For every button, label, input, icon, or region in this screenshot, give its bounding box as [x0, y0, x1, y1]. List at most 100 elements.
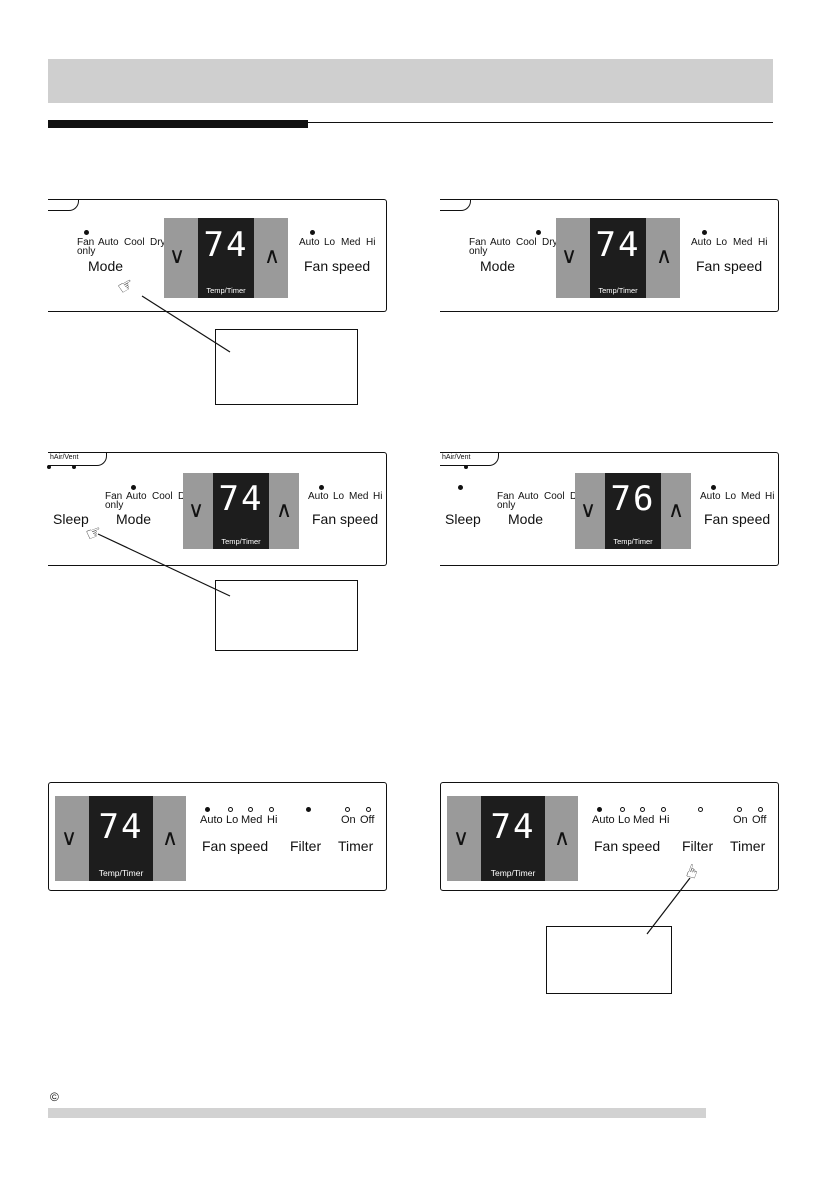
control-panel-sleep-result: hAir/Vent Sleep Fan only Auto Cool Dry M… [440, 452, 779, 566]
mode-cool-label: Cool [516, 237, 537, 248]
temp-timer-label: Temp/Timer [221, 537, 261, 546]
fan-med-label: Med [341, 237, 361, 248]
temp-up-button[interactable]: ∧ [668, 499, 684, 521]
callout-box [215, 329, 358, 405]
header-rule-thin [308, 122, 773, 123]
fan-speed-indicator-dot [702, 230, 707, 235]
temp-timer-label: Temp/Timer [613, 537, 653, 546]
temp-down-button[interactable]: ∨ [561, 245, 577, 267]
fan-auto-label: Auto [308, 491, 329, 502]
temp-value: 74 [218, 479, 264, 519]
temp-display: 74 Temp/Timer [481, 796, 545, 881]
timer-off-dot [366, 807, 371, 812]
temp-timer-control: ∨ 74 Temp/Timer ∧ [447, 796, 578, 881]
mode-auto-label: Auto [518, 491, 539, 502]
temp-up-button[interactable]: ∧ [656, 245, 672, 267]
fan-speed-button[interactable]: Fan speed [312, 511, 379, 527]
temp-down-button[interactable]: ∨ [453, 827, 469, 849]
fan-speed-button[interactable]: Fan speed [704, 511, 771, 527]
temp-down-button[interactable]: ∨ [580, 499, 596, 521]
chevron-up-icon: ∧ [276, 497, 293, 522]
callout-box [215, 580, 358, 651]
temp-display: 76 Temp/Timer [605, 473, 661, 549]
mode-auto-label: Auto [98, 237, 119, 248]
filter-indicator-dot [698, 807, 703, 812]
filter-button[interactable]: Filter [682, 838, 714, 854]
chevron-down-icon: ∨ [169, 243, 186, 268]
header-rule-thick [48, 120, 308, 128]
copyright-symbol: © [50, 1090, 59, 1104]
fan-hi-label: Hi [373, 491, 383, 502]
mode-button[interactable]: Mode [116, 511, 152, 527]
fan-speed-indicator-dot [711, 485, 716, 490]
temp-value: 76 [610, 479, 656, 519]
fan-hi-dot [661, 807, 666, 812]
temp-timer-label: Temp/Timer [206, 286, 246, 295]
fan-hi-label: Hi [758, 237, 768, 248]
fan-hi-label: Hi [659, 814, 670, 826]
temp-timer-label: Temp/Timer [490, 868, 536, 878]
fan-speed-button[interactable]: Fan speed [696, 258, 763, 274]
sleep-button[interactable]: Sleep [445, 511, 481, 527]
temp-down-button[interactable]: ∨ [169, 245, 185, 267]
fan-med-dot [248, 807, 253, 812]
mode-auto-label: Auto [126, 491, 147, 502]
timer-on-dot [345, 807, 350, 812]
timer-off-dot [758, 807, 763, 812]
mode-fan-label: Fan [77, 237, 95, 248]
fan-lo-label: Lo [333, 491, 345, 502]
sleep-button[interactable]: Sleep [53, 511, 89, 527]
fan-speed-button[interactable]: Fan speed [202, 838, 269, 854]
mode-button[interactable]: Mode [508, 511, 544, 527]
temp-timer-control: ∨ 74 Temp/Timer ∧ [183, 473, 299, 549]
timer-on-label: On [341, 814, 356, 826]
timer-button[interactable]: Timer [730, 838, 766, 854]
temp-value: 74 [203, 225, 249, 265]
mode-fan-label: Fan [105, 491, 123, 502]
filter-indicator-dot [306, 807, 311, 812]
mode-cool-label: Cool [544, 491, 565, 502]
temp-timer-control: ∨ 76 Temp/Timer ∧ [575, 473, 691, 549]
pointing-hand-icon: ☞ [680, 860, 705, 883]
temp-up-button[interactable]: ∧ [554, 827, 570, 849]
fan-med-label: Med [633, 814, 655, 826]
vent-indicator-dot [464, 465, 468, 469]
chevron-down-icon: ∨ [580, 497, 597, 522]
temp-down-button[interactable]: ∨ [188, 499, 204, 521]
pointing-hand-icon: ☞ [82, 520, 105, 546]
control-panel-sleep-press: hAir/Vent Sleep Fan only Auto Cool Dry M… [47, 452, 387, 566]
fan-med-label: Med [741, 491, 761, 502]
temp-down-button[interactable]: ∨ [61, 827, 77, 849]
fan-auto-label: Auto [592, 814, 615, 826]
footer-bar [48, 1108, 706, 1118]
temp-up-button[interactable]: ∧ [162, 827, 178, 849]
fan-speed-button[interactable]: Fan speed [594, 838, 661, 854]
fan-speed-button[interactable]: Fan speed [304, 258, 371, 274]
mode-button[interactable]: Mode [480, 258, 516, 274]
fan-hi-label: Hi [366, 237, 376, 248]
timer-on-label: On [733, 814, 748, 826]
mode-button[interactable]: Mode [88, 258, 124, 274]
mode-fan-label: Fan [497, 491, 515, 502]
temp-up-button[interactable]: ∧ [276, 499, 292, 521]
timer-on-dot [737, 807, 742, 812]
fan-lo-label: Lo [716, 237, 728, 248]
temp-timer-control: ∨ 74 Temp/Timer ∧ [164, 218, 288, 298]
callout-box [546, 926, 672, 994]
filter-button[interactable]: Filter [290, 838, 322, 854]
timer-button[interactable]: Timer [338, 838, 374, 854]
mode-fan-only-label: only [105, 500, 124, 511]
temp-up-button[interactable]: ∧ [264, 245, 280, 267]
mode-indicator-dot [536, 230, 541, 235]
chevron-down-icon: ∨ [61, 825, 78, 850]
fan-auto-label: Auto [700, 491, 721, 502]
fan-auto-label: Auto [299, 237, 320, 248]
mode-dry-label: Dry [150, 237, 166, 248]
temp-timer-control: ∨ 74 Temp/Timer ∧ [55, 796, 186, 881]
fan-hi-label: Hi [765, 491, 775, 502]
fan-hi-label: Hi [267, 814, 278, 826]
temp-display: 74 Temp/Timer [198, 218, 254, 298]
sleep-indicator-dot [47, 465, 51, 469]
mode-cool-label: Cool [124, 237, 145, 248]
vent-label: hAir/Vent [50, 454, 79, 461]
